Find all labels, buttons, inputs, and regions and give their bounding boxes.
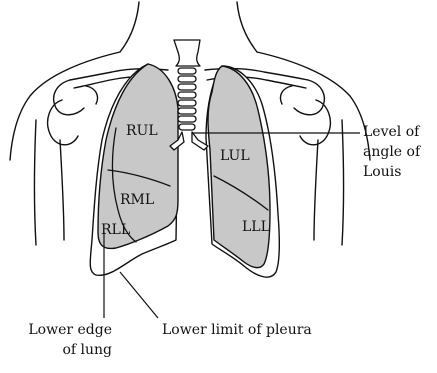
- neck-right: [237, 2, 257, 52]
- arm-left-outer: [35, 120, 37, 245]
- right-lung: [98, 64, 178, 248]
- arm-left-inner: [60, 140, 64, 240]
- lobe-label-lll: LLL: [242, 219, 270, 235]
- tracheal-ring: [178, 68, 196, 74]
- tracheal-ring: [178, 76, 196, 82]
- scapula-right: [294, 80, 324, 115]
- callout-angle-of-louis-line2: angle of: [363, 144, 422, 160]
- lobe-label-lul: LUL: [220, 148, 250, 164]
- tracheal-ring: [178, 100, 196, 106]
- acromion-left: [86, 86, 98, 104]
- tracheal-ring: [178, 84, 196, 90]
- left-lung: [208, 66, 270, 268]
- lobe-label-rll: RLL: [101, 222, 130, 238]
- lobe-label-rul: RUL: [126, 123, 158, 139]
- humeral-head-right: [300, 100, 330, 145]
- callout-lower-edge-of-lung-line1: Lower edge: [28, 322, 112, 338]
- neck-left: [120, 2, 139, 52]
- tracheal-ring: [178, 92, 196, 98]
- callout-lower-limit-of-pleura: Lower limit of pleura: [162, 322, 312, 338]
- callout-lower-edge-of-lung-line2: of lung: [62, 342, 112, 358]
- arm-right-inner: [314, 140, 318, 240]
- shoulder-right: [257, 52, 370, 160]
- tracheal-ring: [178, 108, 196, 114]
- callout-angle-of-louis-line1: Level of: [363, 124, 421, 140]
- scapula-left: [54, 80, 84, 115]
- thyroid-cartilage: [174, 40, 200, 66]
- lobe-label-rml: RML: [120, 192, 154, 208]
- leader-lower-limit-of-pleura: [120, 272, 158, 318]
- tracheal-ring: [178, 116, 196, 122]
- arm-right-outer: [342, 120, 344, 245]
- tracheal-ring: [179, 124, 195, 130]
- acromion-right: [280, 86, 292, 104]
- humeral-head-left: [48, 100, 78, 145]
- callout-angle-of-louis-line3: Louis: [363, 164, 401, 180]
